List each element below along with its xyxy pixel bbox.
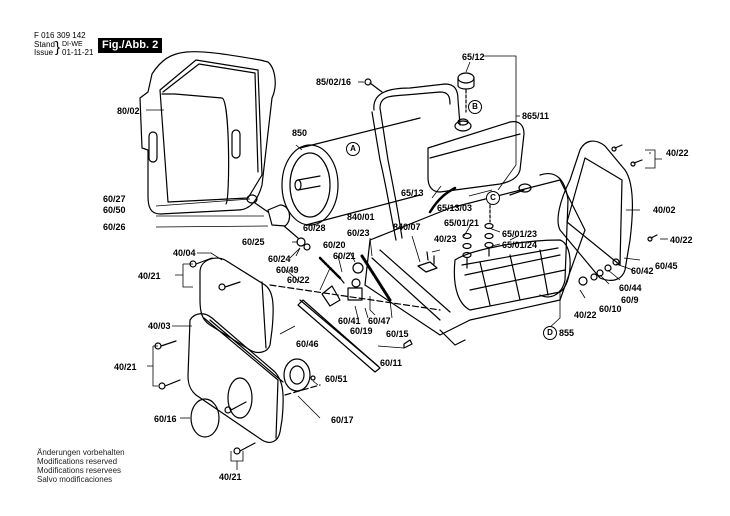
issue-value: 01-11-21 xyxy=(62,48,94,57)
label-40-02: 40/02 xyxy=(653,205,676,215)
label-60-26: 60/26 xyxy=(103,222,126,232)
disc-60-16-part xyxy=(190,398,220,438)
side-cover-outer-part xyxy=(187,313,321,443)
part-number: F 016 309 142 xyxy=(34,31,86,40)
label-60-25: 60/25 xyxy=(242,237,265,247)
right-side-cover-part xyxy=(509,140,634,298)
label-60-47: 60/47 xyxy=(368,316,391,326)
label-60-16: 60/16 xyxy=(154,414,177,424)
label-40-21-top: 40/21 xyxy=(138,271,161,281)
label-40-23: 40/23 xyxy=(434,234,457,244)
label-40-22-top: 40/22 xyxy=(666,148,689,158)
callout-c: C xyxy=(486,191,500,205)
screws-left-part xyxy=(154,257,256,455)
adjuster-knob-part xyxy=(246,194,311,251)
side-cover-inner-part xyxy=(199,257,441,354)
label-60-51: 60/51 xyxy=(325,374,348,384)
label-60-24: 60/24 xyxy=(268,254,291,264)
label-60-23: 60/23 xyxy=(347,228,370,238)
label-65-12: 65/12 xyxy=(462,52,485,62)
label-60-45: 60/45 xyxy=(655,261,678,271)
callout-b: B xyxy=(468,100,482,114)
label-40-22-bottom: 40/22 xyxy=(574,310,597,320)
label-865-11: 865/11 xyxy=(522,111,550,121)
label-60-27: 60/27 xyxy=(103,194,126,204)
label-60-49: 60/49 xyxy=(276,265,299,275)
label-60-15: 60/15 xyxy=(386,329,409,339)
label-80-02: 80/02 xyxy=(117,106,140,116)
label-60-19: 60/19 xyxy=(350,326,373,336)
label-60-11: 60/11 xyxy=(380,358,403,368)
nut-60-51-part xyxy=(310,375,316,381)
washer-stack-part xyxy=(462,204,494,269)
label-65-13: 65/13 xyxy=(401,188,424,198)
note-fr: Modifications reservees xyxy=(37,466,122,475)
stand-value: DI-WE xyxy=(62,41,83,48)
label-60-44: 60/44 xyxy=(619,283,642,293)
bearing-parts xyxy=(578,258,620,286)
label-85-02-16: 85/02/16 xyxy=(316,77,352,87)
label-60-28: 60/28 xyxy=(303,223,326,233)
label-40-03: 40/03 xyxy=(148,321,171,331)
plate-840-07-part xyxy=(417,261,438,273)
spring-60-11-part xyxy=(403,339,413,349)
rail-part xyxy=(297,299,381,373)
label-855: 855 xyxy=(559,328,575,338)
stand-label: Stand xyxy=(34,40,55,49)
screws-40-23-part xyxy=(426,251,435,265)
handle-part xyxy=(371,83,461,241)
label-40-21-mid: 40/21 xyxy=(114,362,137,372)
spring-part xyxy=(318,254,392,302)
fuel-hose-part xyxy=(428,186,457,214)
label-65-13-03: 65/13/03 xyxy=(437,203,473,213)
label-60-21: 60/21 xyxy=(333,251,356,261)
label-60-46: 60/46 xyxy=(296,339,319,349)
label-65-01-23: 65/01/23 xyxy=(502,229,538,239)
note-es: Salvo modificaciones xyxy=(37,475,113,484)
label-60-20: 60/20 xyxy=(323,240,346,250)
callout-a: A xyxy=(346,142,360,156)
figure-title: Fig./Abb. 2 xyxy=(98,38,163,53)
label-60-22: 60/22 xyxy=(287,275,310,285)
brace-icon: } xyxy=(55,39,61,56)
label-65-01-24: 65/01/24 xyxy=(502,240,538,250)
label-840-07: 840/07 xyxy=(393,222,421,232)
label-65-01-21: 65/01/21 xyxy=(444,218,480,228)
label-60-41: 60/41 xyxy=(338,316,361,326)
issue-label: Issue xyxy=(34,48,54,57)
label-40-21-bottom: 40/21 xyxy=(219,472,242,482)
label-40-22-mid: 40/22 xyxy=(670,235,693,245)
cutting-reel-part xyxy=(453,239,571,311)
leader-lines xyxy=(146,55,668,470)
label-840-01: 840/01 xyxy=(347,212,375,222)
callout-d: D xyxy=(543,326,557,340)
label-60-42: 60/42 xyxy=(631,266,654,276)
label-60-17: 60/17 xyxy=(331,415,354,425)
label-850: 850 xyxy=(292,128,308,138)
note-en: Modifications reserved xyxy=(37,457,118,466)
screws-right-part xyxy=(611,144,658,242)
fuel-tank-part xyxy=(427,72,525,193)
label-40-04: 40/04 xyxy=(173,248,196,258)
label-60-50: 60/50 xyxy=(103,205,126,215)
bolt-part xyxy=(364,78,383,93)
grass-box-part xyxy=(139,51,276,215)
bracket-part xyxy=(321,262,364,307)
washer-60-17-part xyxy=(283,358,311,392)
label-60-9: 60/9 xyxy=(621,295,639,305)
label-60-10: 60/10 xyxy=(599,304,622,314)
note-de: Änderungen vorbehalten xyxy=(37,448,125,457)
roller-part xyxy=(281,117,421,226)
